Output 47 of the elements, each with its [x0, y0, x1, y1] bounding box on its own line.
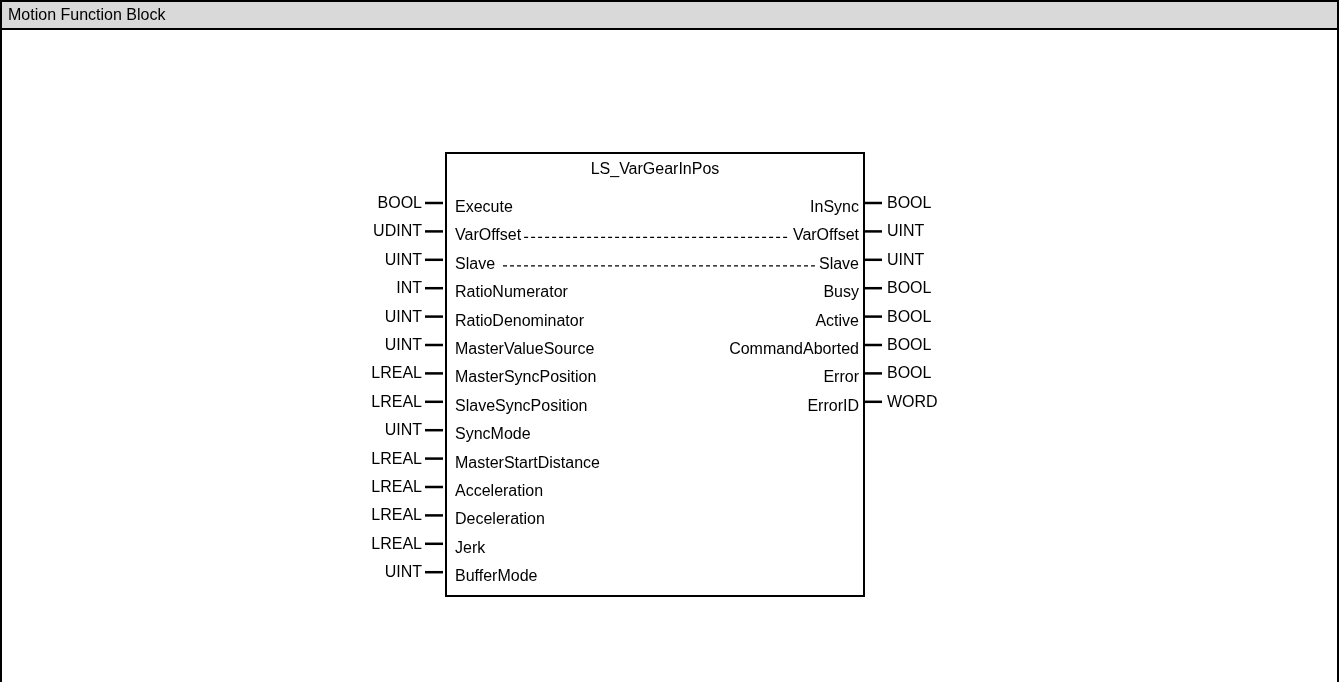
data-type-label: BOOL: [887, 194, 932, 212]
data-type-label: UDINT: [373, 222, 422, 241]
data-type-label: LREAL: [371, 449, 422, 468]
output-pin-label: CommandAborted: [729, 340, 859, 358]
data-type-label: LREAL: [371, 364, 422, 383]
data-type-label: BOOL: [887, 307, 932, 326]
data-type-label: BOOL: [887, 364, 932, 383]
input-pin-label: RatioNumerator: [455, 283, 568, 302]
panel-header: Motion Function Block: [2, 2, 1337, 30]
input-pin-label: MasterSyncPosition: [455, 368, 597, 387]
data-type-label: INT: [396, 279, 422, 298]
input-pin-label: Deceleration: [455, 510, 545, 529]
output-pin-label: InSync: [810, 198, 859, 216]
data-type-label: UINT: [384, 336, 422, 354]
block-title: LS_VarGearInPos: [589, 160, 721, 178]
input-pin-label: Jerk: [455, 538, 486, 557]
input-pin-label: SyncMode: [455, 425, 531, 444]
output-pin-label: VarOffset: [792, 226, 859, 245]
input-pin-label: Slave: [455, 254, 496, 273]
data-type-label: LREAL: [371, 478, 422, 496]
output-pin-label: Active: [815, 311, 859, 330]
function-block: [445, 152, 865, 597]
output-pin-label: Error: [823, 368, 859, 387]
input-pin-label: MasterValueSource: [455, 340, 595, 358]
data-type-label: UINT: [384, 563, 422, 582]
data-type-label: WORD: [887, 392, 938, 411]
data-type-label: BOOL: [887, 279, 932, 298]
input-pin-label: BufferMode: [455, 567, 538, 586]
data-type-label: BOOL: [887, 336, 932, 354]
input-pin-label: RatioDenominator: [455, 311, 584, 330]
input-pin-label: MasterStartDistance: [455, 453, 600, 472]
input-pin-label: Acceleration: [455, 482, 544, 500]
data-type-label: BOOL: [377, 194, 422, 212]
data-type-label: UINT: [384, 250, 422, 269]
data-type-label: UINT: [384, 307, 422, 326]
input-pin-label: Execute: [455, 198, 513, 216]
input-pin-label: SlaveSyncPosition: [455, 396, 588, 415]
output-pin-label: Busy: [823, 283, 859, 302]
output-pin-label: Slave: [818, 254, 859, 273]
data-type-label: UINT: [887, 250, 925, 269]
input-pin-label: VarOffset: [455, 226, 522, 245]
data-type-label: UINT: [384, 421, 422, 440]
data-type-label: UINT: [887, 222, 925, 241]
data-type-label: LREAL: [371, 392, 422, 411]
data-type-label: LREAL: [371, 534, 422, 553]
output-pin-label: ErrorID: [807, 396, 859, 415]
data-type-label: LREAL: [371, 506, 422, 525]
